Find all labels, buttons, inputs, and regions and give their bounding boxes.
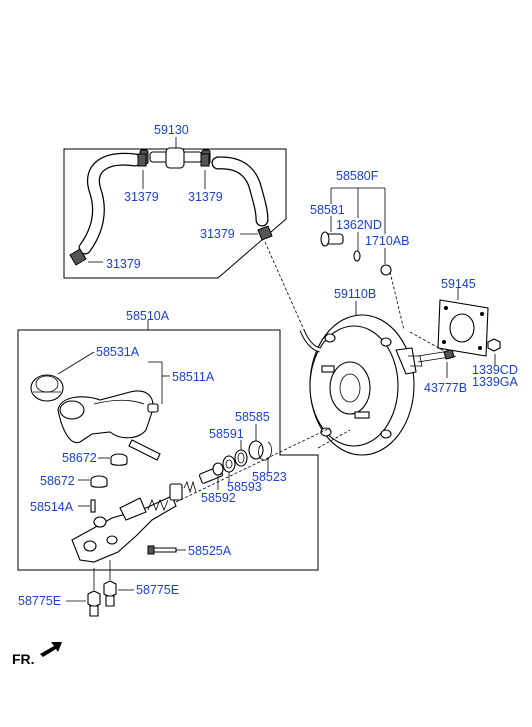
vacuum-fitting — [320, 231, 344, 247]
snap-ring — [258, 441, 272, 461]
grommet — [353, 250, 361, 262]
bleeder-screw — [147, 545, 177, 555]
front-arrow-icon — [40, 642, 62, 657]
label-58531a: 58531A — [96, 345, 140, 359]
label-58672-b: 58672 — [40, 474, 75, 488]
label-58510a: 58510A — [126, 309, 170, 323]
check-valve — [139, 147, 211, 169]
label-58775e-right: 58775E — [136, 583, 179, 597]
brake-booster — [309, 314, 423, 456]
vacuum-hose-left — [78, 152, 142, 255]
front-label: FR. — [12, 651, 35, 667]
label-43777b: 43777B — [424, 381, 467, 395]
master-cylinder-body — [71, 495, 177, 563]
brake-line-fitting-right — [103, 560, 117, 607]
fluid-reservoir — [57, 390, 159, 444]
vacuum-hose-right — [211, 156, 269, 227]
front-direction-indicator: FR. — [12, 642, 62, 667]
label-31379-c: 31379 — [200, 227, 235, 241]
label-58592: 58592 — [201, 491, 236, 505]
label-31379-a: 31379 — [124, 190, 159, 204]
hose-clamps — [69, 153, 273, 266]
label-58672-a: 58672 — [62, 451, 97, 465]
label-58523: 58523 — [252, 470, 287, 484]
reservoir-pin — [128, 439, 161, 461]
label-1710ab: 1710AB — [365, 234, 409, 248]
reservoir-cap — [30, 374, 64, 402]
booster-gasket — [437, 299, 489, 357]
label-58580f: 58580F — [336, 169, 379, 183]
label-59145: 59145 — [441, 277, 476, 291]
label-58593: 58593 — [227, 480, 262, 494]
label-1339cd: 1339CD — [472, 363, 518, 377]
leader-58580f — [330, 187, 386, 234]
label-58514a: 58514A — [30, 500, 74, 514]
label-58591: 58591 — [209, 427, 244, 441]
label-1362nd: 1362ND — [336, 218, 382, 232]
brake-line-fitting-left — [87, 568, 101, 617]
seal-58591 — [234, 449, 248, 467]
label-58525a: 58525A — [188, 544, 232, 558]
label-59110b: 59110B — [334, 287, 376, 301]
nut — [487, 338, 501, 366]
reservoir-grommet-lower — [90, 475, 108, 488]
label-58775e-left: 58775E — [18, 594, 61, 608]
seal-58585 — [248, 440, 264, 460]
label-31379-d: 31379 — [106, 257, 141, 271]
roll-pin — [90, 499, 96, 513]
reservoir-grommet-upper — [110, 453, 128, 466]
label-58511a: 58511A — [172, 370, 215, 384]
seal-58592 — [212, 462, 224, 476]
label-1339ga: 1339GA — [472, 375, 519, 389]
push-rod — [417, 348, 457, 363]
label-31379-b: 31379 — [188, 190, 223, 204]
label-59130: 59130 — [154, 123, 189, 137]
master-cylinder-frame — [17, 320, 319, 571]
label-58581: 58581 — [310, 203, 345, 217]
vacuum-hose-frame — [63, 137, 287, 279]
o-ring — [380, 264, 392, 276]
label-58585: 58585 — [235, 410, 270, 424]
seal-58593 — [222, 455, 236, 473]
